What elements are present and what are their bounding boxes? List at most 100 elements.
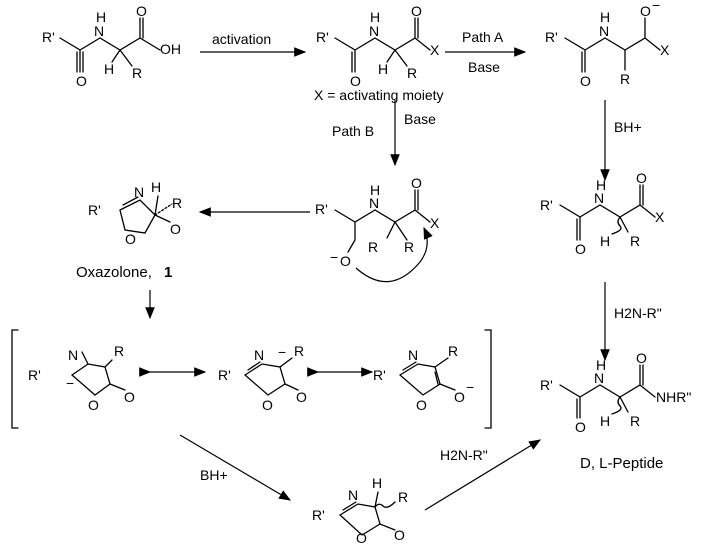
- svg-text:H: H: [372, 475, 382, 491]
- bh-label-bottom: BH+: [200, 467, 228, 483]
- oxazolone-number: 1: [164, 264, 172, 281]
- svg-text:−: −: [278, 344, 286, 360]
- svg-text:H: H: [600, 9, 610, 25]
- path-a-alkoxide: R' N H O O − X R: [545, 0, 670, 89]
- svg-text:R': R': [315, 201, 328, 217]
- svg-text:H: H: [378, 61, 388, 77]
- svg-text:N: N: [599, 23, 609, 39]
- svg-text:O: O: [356, 530, 367, 544]
- svg-text:R: R: [404, 239, 414, 255]
- path-b-alkoxide: R' N H O X − O R R: [315, 175, 440, 283]
- svg-text:O: O: [411, 175, 422, 191]
- svg-text:R: R: [448, 343, 458, 359]
- svg-text:N: N: [369, 195, 379, 211]
- svg-text:OH: OH: [160, 41, 181, 57]
- svg-text:R': R': [540, 197, 553, 213]
- svg-text:N: N: [408, 347, 418, 363]
- svg-text:−: −: [330, 249, 338, 265]
- path-b-base-label: Base: [404, 111, 436, 127]
- svg-text:X: X: [655, 209, 665, 225]
- bh-arrow-bottom: [179, 434, 292, 501]
- svg-text:O: O: [575, 419, 586, 435]
- svg-text:O: O: [640, 3, 651, 19]
- activated-intermediate: R' N H O O X H R: [316, 3, 440, 89]
- svg-text:O: O: [636, 170, 647, 186]
- svg-text:O: O: [170, 221, 181, 237]
- svg-text:H: H: [596, 177, 606, 193]
- svg-text:X: X: [430, 42, 440, 58]
- svg-text:R': R': [28, 367, 41, 383]
- svg-text:NHR": NHR": [656, 389, 691, 405]
- svg-text:H: H: [370, 9, 380, 25]
- svg-text:R: R: [368, 239, 378, 255]
- svg-text:X: X: [660, 42, 670, 58]
- racemic-oxazolone: R' N H R O O: [312, 475, 408, 544]
- svg-text:R': R': [316, 29, 329, 45]
- svg-text:O: O: [575, 241, 586, 257]
- svg-text:O: O: [262, 397, 273, 413]
- svg-text:N: N: [254, 347, 264, 363]
- svg-text:X: X: [430, 215, 440, 231]
- resonance-form-2: R' N − R O O: [218, 343, 307, 413]
- svg-text:N: N: [348, 487, 358, 503]
- resonance-form-1: R' N R − O O: [28, 343, 135, 413]
- svg-text:R': R': [88, 202, 101, 218]
- svg-text:−: −: [466, 379, 474, 395]
- amine-arrow-bottom: [424, 439, 542, 511]
- resonance-bracket: [11, 329, 492, 429]
- svg-text:R: R: [398, 489, 408, 505]
- svg-text:O: O: [124, 389, 135, 405]
- svg-text:R': R': [373, 367, 386, 383]
- svg-text:O: O: [76, 73, 87, 89]
- activation-label: activation: [212, 31, 271, 47]
- svg-text:R': R': [545, 29, 558, 45]
- svg-text:R: R: [630, 233, 640, 249]
- svg-text:O: O: [416, 397, 427, 413]
- svg-text:R': R': [540, 377, 553, 393]
- svg-text:R: R: [620, 71, 630, 87]
- svg-text:O: O: [636, 350, 647, 366]
- svg-text:H: H: [104, 61, 114, 77]
- path-a-label: Path A: [462, 29, 504, 45]
- svg-text:O: O: [340, 253, 351, 269]
- svg-text:R': R': [218, 367, 231, 383]
- racemized-activated-ester: R' N H O O X H R: [540, 170, 665, 257]
- amine-label-right: H2N-R": [614, 305, 662, 321]
- svg-text:R: R: [132, 65, 142, 81]
- svg-text:H: H: [370, 182, 380, 198]
- path-a-base-label: Base: [468, 59, 500, 75]
- svg-text:H: H: [596, 357, 606, 373]
- svg-text:R: R: [407, 65, 417, 81]
- svg-text:N: N: [68, 347, 78, 363]
- svg-text:R: R: [172, 195, 182, 211]
- product-caption: D, L-Peptide: [580, 455, 663, 472]
- svg-text:R: R: [294, 343, 304, 359]
- svg-text:O: O: [88, 397, 99, 413]
- peptide-product: R' N H O O NHR" H R: [540, 350, 691, 435]
- svg-text:O: O: [454, 389, 465, 405]
- svg-text:N: N: [594, 370, 604, 386]
- svg-text:H: H: [600, 233, 610, 249]
- bh-label-right: BH+: [614, 119, 642, 135]
- oxazolone-1: R' N H R O O: [88, 179, 182, 247]
- amine-label-bottom: H2N-R": [440, 447, 488, 463]
- svg-text:O: O: [394, 527, 405, 543]
- svg-text:H: H: [96, 9, 106, 25]
- activating-moiety-note: X = activating moiety: [314, 87, 444, 103]
- svg-text:O: O: [136, 3, 147, 19]
- svg-text:N: N: [134, 184, 144, 200]
- svg-text:H: H: [600, 413, 610, 429]
- starting-amino-acid: R' N H O O OH H R: [42, 3, 181, 89]
- svg-text:O: O: [125, 231, 136, 247]
- oxazolone-caption: Oxazolone,: [76, 264, 152, 281]
- svg-text:−: −: [66, 375, 74, 391]
- svg-text:O: O: [296, 389, 307, 405]
- path-b-label: Path B: [332, 123, 374, 139]
- svg-text:O: O: [411, 3, 422, 19]
- svg-text:R': R': [42, 29, 55, 45]
- svg-text:N: N: [369, 23, 379, 39]
- resonance-form-3: R' N R O O −: [373, 343, 474, 413]
- svg-text:N: N: [594, 190, 604, 206]
- svg-text:R': R': [312, 507, 325, 523]
- svg-text:H: H: [151, 179, 161, 195]
